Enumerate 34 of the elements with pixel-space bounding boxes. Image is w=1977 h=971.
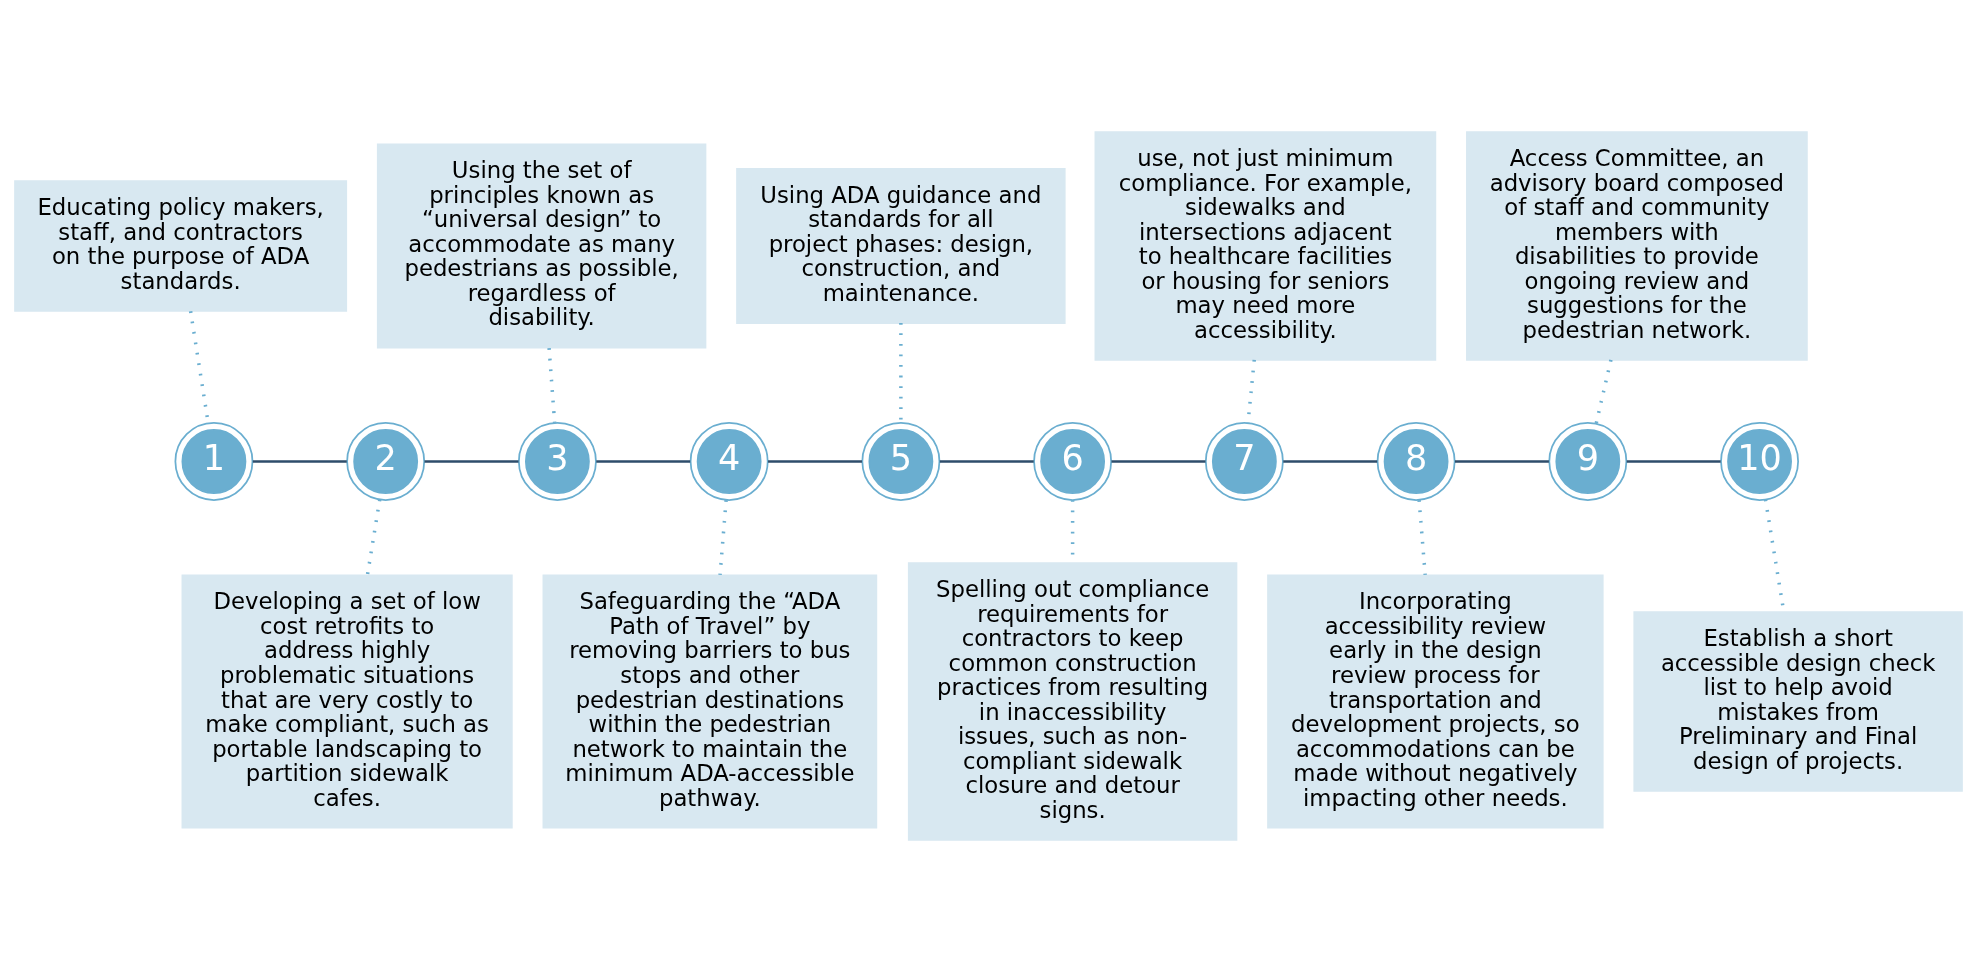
connector [768,459,862,463]
node-circle: 6 [1033,421,1113,501]
node-circle: 3 [517,421,597,501]
connector [1594,359,1613,424]
node-box: Access Committee, an advisory board composed of staff and community members with disabilities to provide ongoing review and suggestions for the pedestrian network. [1466,130,1808,361]
node-circle: 8 [1376,421,1456,501]
connector [1455,459,1549,463]
connector [939,459,1034,463]
node-box: Incorporating accessibility review early in the design review process for transportation and development projects, so accommodations can be made without negatively impacting other needs. [1267,574,1604,829]
node-circle: 9 [1548,421,1628,501]
node-box: Using ADA guidance and standards for all project phases: design, construction, and maintenance. [736,167,1066,324]
node-box: Establish a short accessible design check list to help avoid mistakes from Preliminary and Final design of projects. [1633,610,1963,792]
connector [547,347,557,423]
node-circle: 7 [1204,421,1284,501]
connector [1111,459,1206,463]
connector [718,499,728,575]
connector [424,459,519,463]
node-box: Using the set of principles known as “universal design” to accommodate as many pedestrians as possible, regardless of disability. [376,142,707,348]
connector [365,498,382,575]
connector [1417,499,1427,575]
node-circle: 1 [174,421,254,501]
node-circle: 4 [689,421,769,501]
node-circle: 2 [346,421,426,501]
node-circle: 5 [861,421,941,501]
node-box: Safeguarding the “ADA Path of Travel” by removing barriers to bus stops and other pedestrian destinations within the pedestrian network to maintain the minimum ADA-accessible pathway. [542,574,878,829]
connector [596,459,691,463]
node-circle: 10 [1720,421,1799,501]
node-box: use, not just minimum compliance. For example, sidewalks and intersections adjacent to healthcare facilities or housing for seniors may need more accessibility. [1094,130,1437,361]
connector [1626,459,1721,463]
connector [1283,459,1378,463]
node-box: Developing a set of low cost retrofits to address highly problematic situations that are very costly to make compliant, such as portable landscaping to partition sidewalk cafes. [181,574,513,829]
node-box: Spelling out compliance requirements for contractors to keep common construction practices from resulting in inaccessibility issues, such as non-compliant sidewalk closure and detour signs. [907,561,1238,841]
node-box: Educating policy makers, staff, and contractors on the purpose of ADA standards. [14,179,348,312]
connector [252,459,347,463]
